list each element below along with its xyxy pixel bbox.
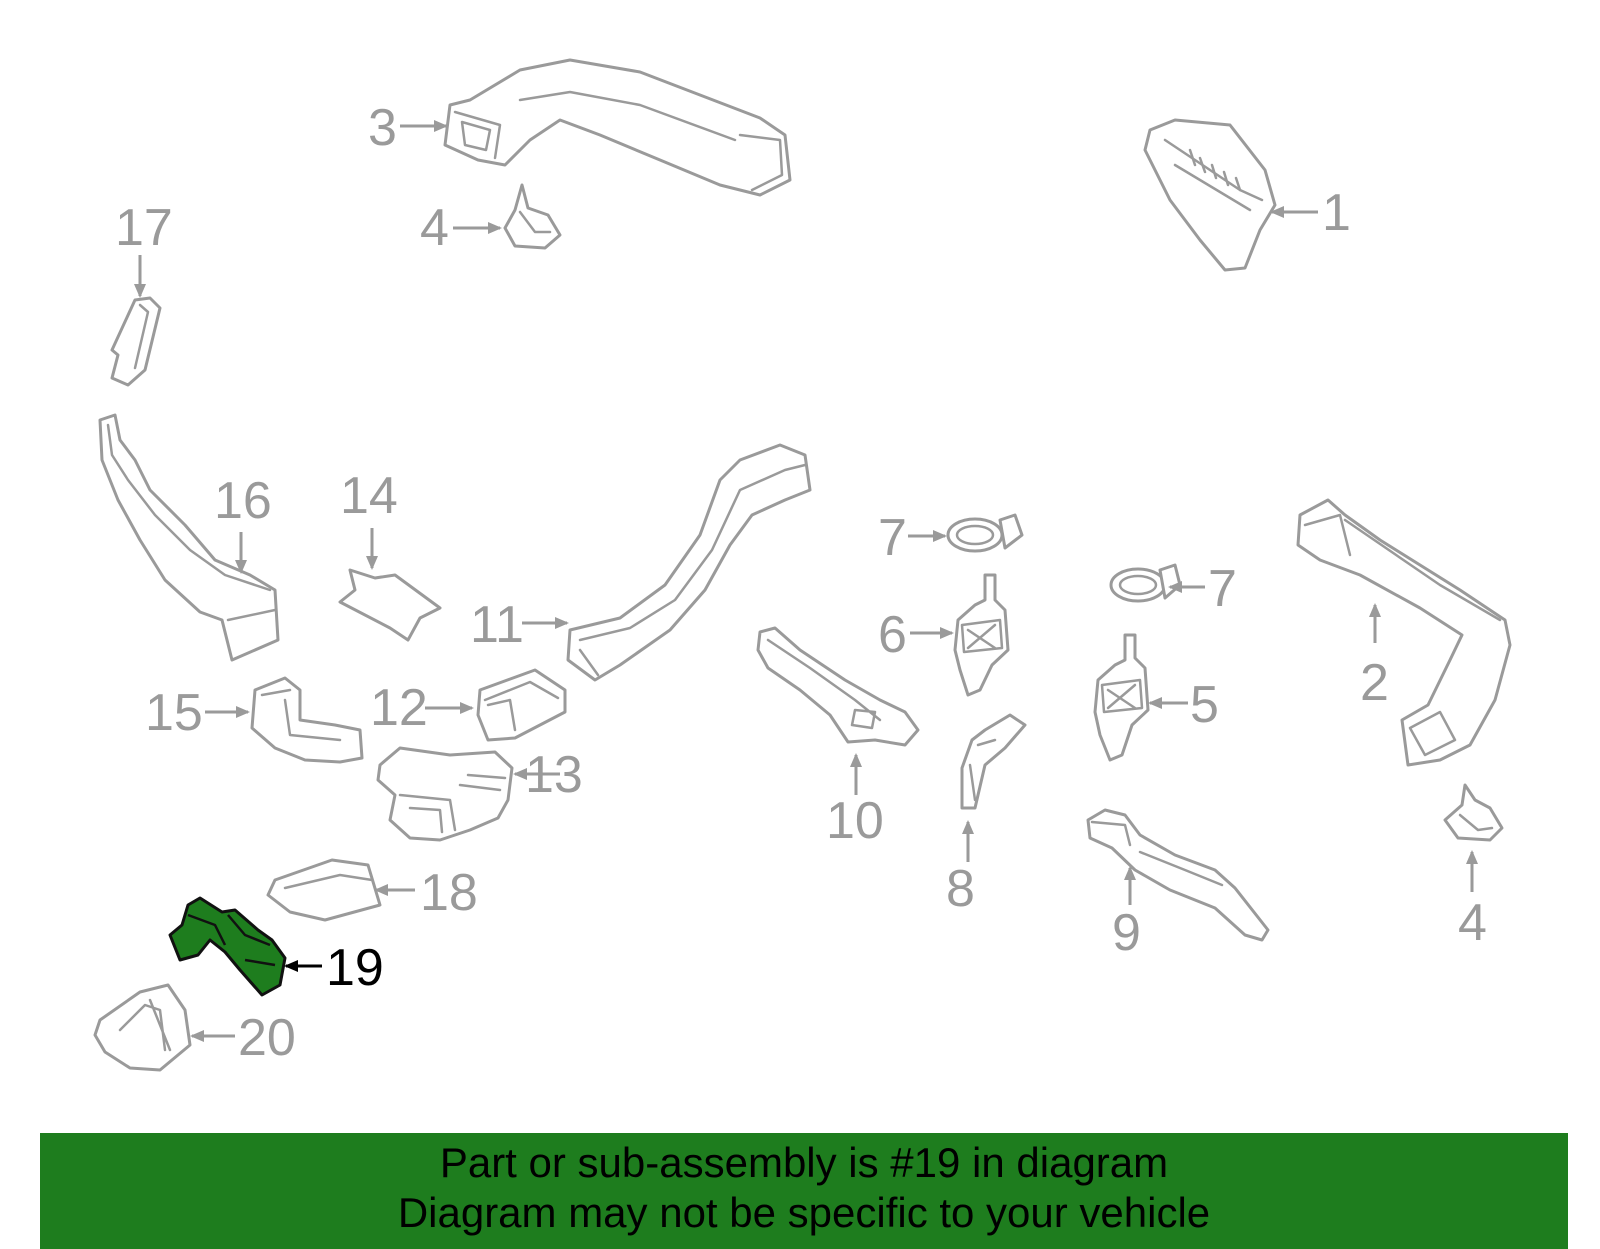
info-banner: Part or sub-assembly is #19 in diagram D… [40,1133,1568,1249]
part-1-vent[interactable] [1143,118,1277,272]
callout-11: 11 [470,596,524,654]
callout-2: 2 [1360,654,1389,712]
part-20-boot[interactable] [93,983,192,1072]
part-2-duct[interactable] [1296,498,1512,767]
callout-18: 18 [420,864,478,922]
callout-9: 9 [1112,904,1141,962]
callout-14: 14 [340,467,398,525]
callout-19: 19 [326,939,384,997]
callout-17: 17 [115,199,173,257]
part-19-duct-highlighted[interactable] [168,896,287,997]
part-15-duct[interactable] [250,676,364,764]
banner-line-part: Part or sub-assembly is #19 in diagram [439,1139,1169,1186]
banner-line-disclaimer: Diagram may not be specific to your vehi… [397,1189,1211,1236]
callout-7-lower: 7 [1208,560,1237,618]
part-16-duct[interactable] [98,413,280,662]
part-13-housing[interactable] [376,746,514,842]
callout-12: 12 [370,679,428,737]
callout-6: 6 [878,606,907,664]
callout-1: 1 [1322,184,1351,242]
callout-20: 20 [238,1009,296,1067]
part-4-clip-top[interactable] [503,183,562,250]
callout-7-upper: 7 [878,509,907,567]
part-17-bracket[interactable] [110,296,162,387]
callout-8: 8 [946,860,975,918]
part-9-duct[interactable] [1086,808,1270,942]
part-14-pad[interactable] [338,568,442,642]
part-7-ring-upper[interactable] [946,513,1024,553]
part-6-actuator[interactable] [953,573,1010,697]
part-4-clip-right[interactable] [1443,783,1504,842]
callout-4-right: 4 [1458,894,1487,952]
part-10-duct[interactable] [756,626,920,747]
callout-15: 15 [145,684,203,742]
callout-10: 10 [826,792,884,850]
part-8-arm[interactable] [960,713,1027,810]
part-11-duct[interactable] [566,443,812,682]
part-7-ring-lower[interactable] [1109,563,1182,603]
part-12-connector[interactable] [476,668,567,742]
callout-4-top: 4 [420,199,449,257]
part-3-duct[interactable] [443,58,792,197]
part-18-pad[interactable] [266,858,382,922]
callout-3: 3 [368,99,397,157]
part-5-actuator[interactable] [1093,633,1150,762]
callout-16: 16 [214,472,272,530]
callout-5: 5 [1190,676,1219,734]
